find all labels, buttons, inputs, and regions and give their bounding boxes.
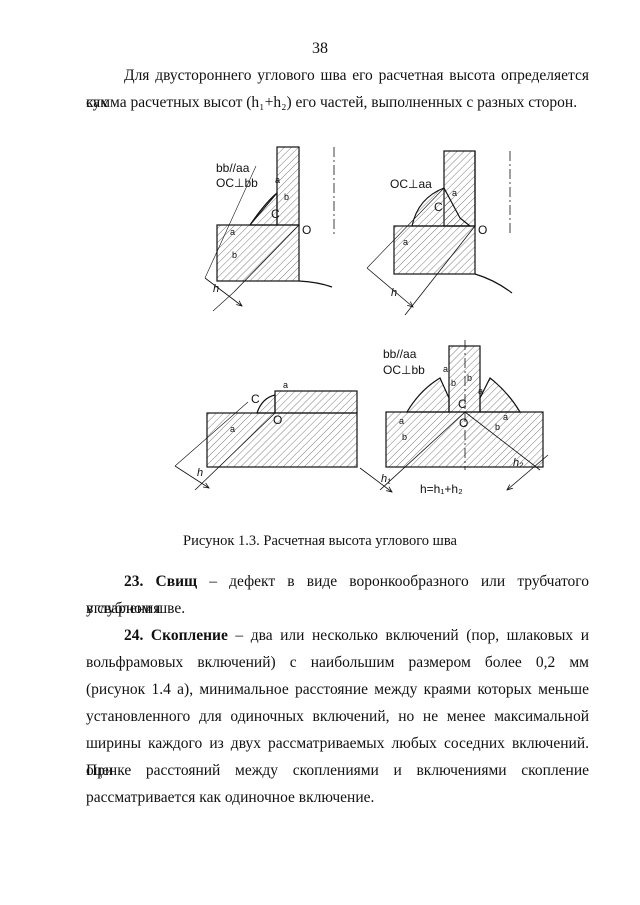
label-b: b: [495, 422, 500, 432]
label-oc-perp-bb: OC⊥bb: [383, 363, 425, 377]
item-23-term: 23. Свищ: [124, 573, 198, 590]
vertical-plate: [276, 146, 300, 226]
label-c: C: [434, 200, 443, 214]
item-24-line-3: (рисунок 1.4 а), минимальное расстояние …: [86, 681, 589, 698]
vertical-plate: [448, 345, 481, 413]
label-b: b: [402, 432, 407, 442]
top-plate: [274, 390, 358, 414]
base-plate: [393, 225, 476, 275]
label-a: a: [275, 175, 280, 185]
label-h: h: [391, 287, 397, 299]
label-c: C: [251, 392, 260, 406]
label-oc-perp-aa: OC⊥aa: [390, 177, 432, 191]
label-bb-par-aa: bb//aa: [216, 161, 250, 175]
label-a: a: [443, 364, 448, 374]
label-bb-par-aa: bb//aa: [383, 347, 417, 361]
diagram-t-joint-flat: bb//aa OC⊥bb a b C O a b h: [204, 146, 335, 312]
label-a: a: [452, 188, 457, 198]
label-c: C: [458, 397, 467, 411]
weld-bead: [256, 394, 276, 414]
label-a: a: [230, 227, 235, 237]
label-b: b: [284, 192, 289, 202]
intro-line-1: Для двустороннего углового шва его расче…: [86, 67, 589, 111]
label-a: a: [478, 386, 483, 396]
label-a: a: [403, 237, 408, 247]
label-a: a: [399, 416, 404, 426]
diagram-t-joint-concave: OC⊥aa a C O a h: [366, 150, 513, 316]
item-24-line-6: оценке расстояний между скоплениями и вк…: [86, 762, 589, 779]
item-24-line-2: вольфрамовых включений) с наибольшим раз…: [86, 654, 589, 671]
weld-bead: [411, 187, 472, 227]
label-h: h: [213, 283, 219, 295]
page-number: 38: [312, 40, 328, 57]
weld-bead-right: [479, 377, 522, 413]
label-h: h: [197, 467, 203, 479]
label-o: O: [478, 223, 487, 237]
figure-caption: Рисунок 1.3. Расчетная высота углового ш…: [183, 533, 457, 549]
item-24-term: 24. Скопление: [124, 627, 228, 644]
label-b: b: [232, 250, 237, 260]
item-23-line-2: в сварном шве.: [86, 600, 186, 617]
label-a: a: [283, 380, 288, 390]
label-c: C: [271, 207, 280, 221]
item-24-line-4: установленного для одиночных включений, …: [86, 708, 589, 725]
label-b: b: [451, 378, 456, 388]
label-oc-perp-bb: OC⊥bb: [216, 176, 258, 190]
label-a: a: [503, 412, 508, 422]
item-24-line-5: ширины каждого из двух рассматриваемых л…: [86, 735, 589, 779]
label-h2: h₂: [513, 457, 524, 469]
diagram-lap-joint: a C O a h: [174, 380, 358, 491]
label-a: a: [230, 424, 235, 434]
diagram-double-sided: bb//aa OC⊥bb a b b a C O a b b a h₁ h₂ h…: [359, 340, 549, 496]
label-o: O: [302, 223, 311, 237]
weld-bead-left: [405, 377, 450, 413]
label-o: O: [273, 413, 282, 427]
item-24-line-7: рассматривается как одиночное включение.: [86, 789, 375, 806]
item-24-line-1: 24. Скопление – два или несколько включе…: [124, 627, 589, 644]
label-o: O: [459, 416, 468, 430]
label-b: b: [467, 373, 472, 383]
intro-line-2: сумма расчетных высот (h₁+h₂) его частей…: [86, 94, 578, 111]
label-h-sum: h=h₁+h₂: [420, 482, 463, 496]
item-23-line-1: 23. Свищ – дефект в виде воронкообразног…: [86, 573, 589, 617]
bottom-plate: [206, 412, 358, 468]
label-h1: h₁: [381, 473, 391, 485]
